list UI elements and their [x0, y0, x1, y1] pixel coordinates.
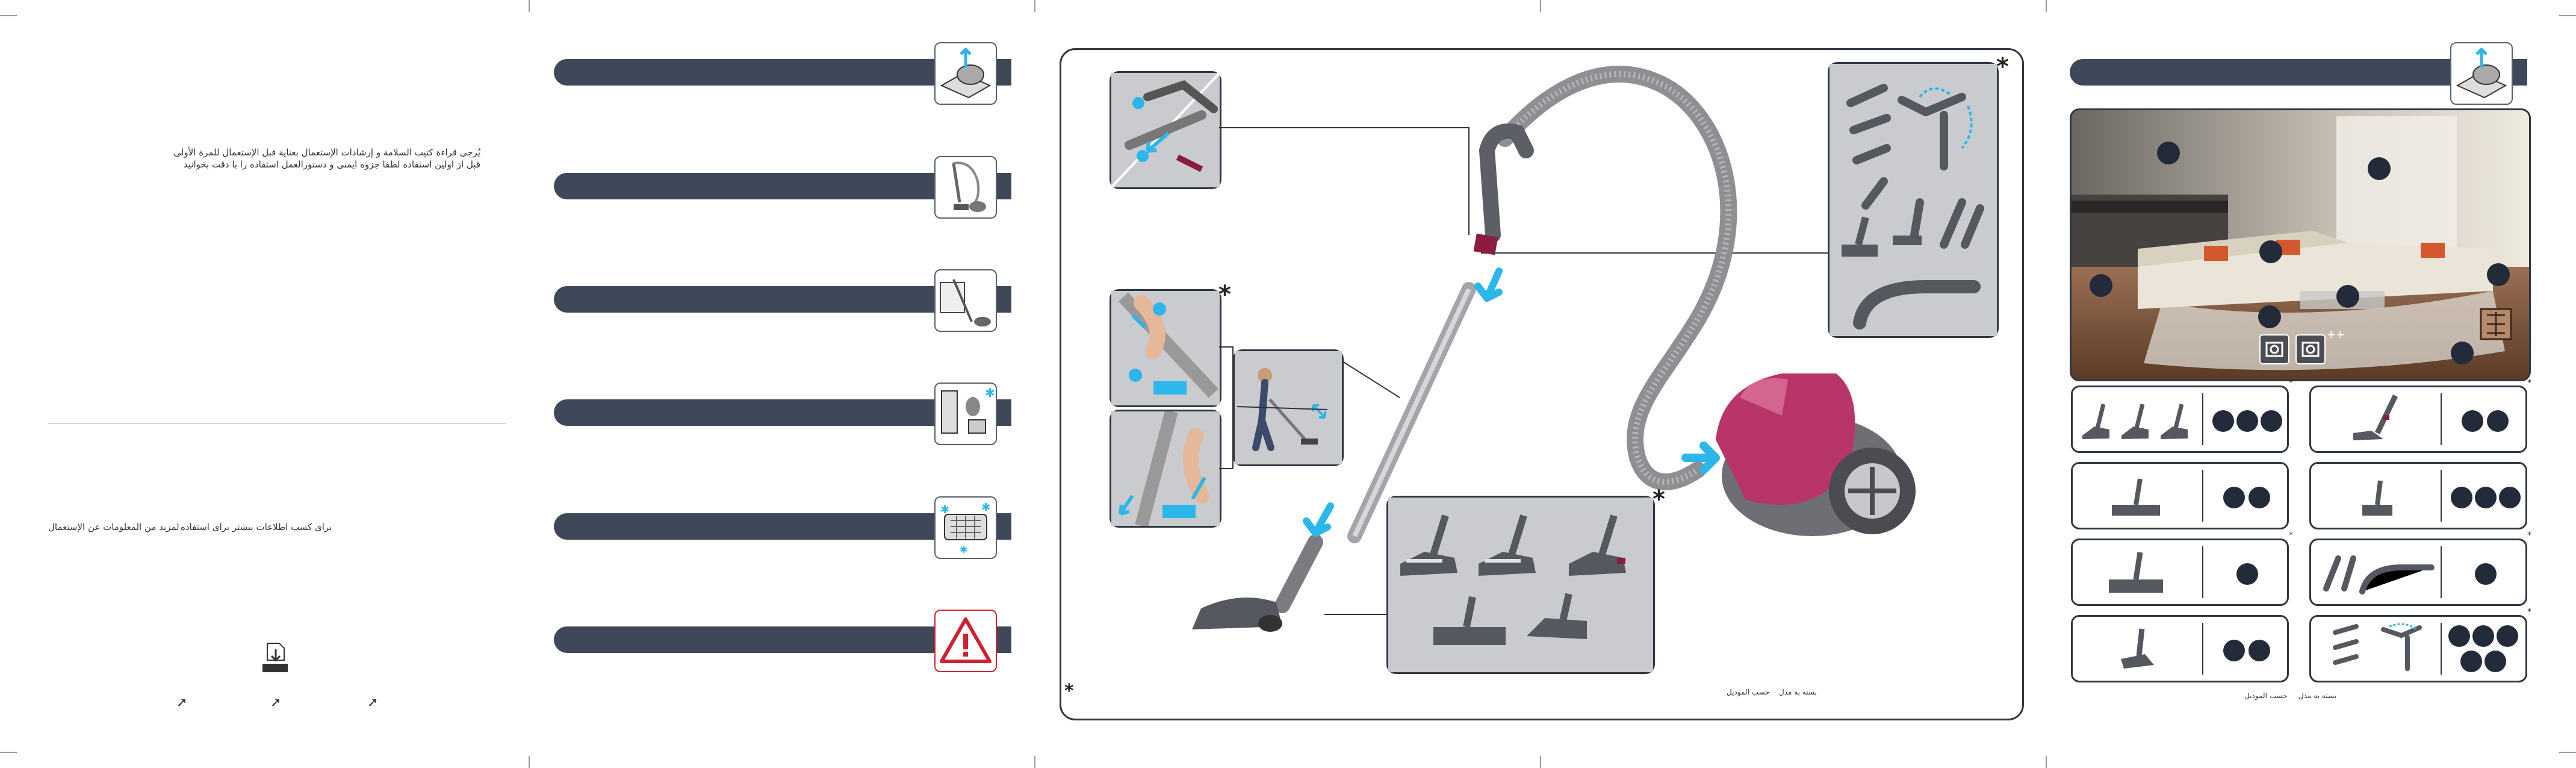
model-note-persian: بسته به مدل [1779, 688, 1817, 696]
indicator-dot [2212, 410, 2234, 432]
indicator-dot [2223, 640, 2245, 661]
indicator-dot [2223, 487, 2245, 508]
asterisk-note: * [2527, 378, 2531, 388]
cursor-icon: ➚ [270, 695, 282, 710]
indicator-dot [2460, 651, 2482, 672]
crop-mark [2046, 0, 2047, 12]
connector-line [1219, 127, 1470, 235]
indicator-dot [2497, 625, 2518, 647]
crop-mark [1034, 0, 1035, 12]
indicator-dot [2249, 640, 2270, 661]
indicator-dot [2236, 563, 2258, 585]
room-marker [2451, 342, 2474, 364]
living-room-scene: ++ [2070, 108, 2531, 381]
floor-head [1274, 534, 1323, 613]
cursor-icon: ➚ [367, 695, 379, 710]
usage-tile-5 [2309, 386, 2527, 453]
crop-mark [1034, 756, 1035, 768]
indicator-dot [2484, 651, 2506, 672]
room-marker [2259, 240, 2282, 263]
usage-tile-8 [2309, 615, 2527, 682]
svg-text:✱: ✱ [940, 504, 949, 516]
unpack-icon [934, 42, 997, 105]
tube-adjust-panel-1 [1110, 289, 1221, 407]
crop-mark [2559, 15, 2576, 16]
model-note-persian: بسته به مدل [2298, 692, 2336, 700]
asterisk-note: * [2527, 607, 2531, 617]
connector-line [1237, 406, 1328, 410]
connector-line [1342, 361, 1400, 398]
usage-tile-4 [2071, 615, 2289, 682]
asterisk-note: * [1996, 53, 2009, 81]
filter-icon: ✱ ✱ ✱ [934, 496, 997, 559]
room-marker [2487, 263, 2510, 286]
person-vacuuming-panel [1233, 349, 1344, 466]
indicator-dot [2448, 625, 2470, 647]
intro-arabic: يُرجى قراءة كتيب السلامة و إرشادات الإست… [173, 147, 480, 158]
svg-text:✱: ✱ [981, 501, 990, 514]
usage-tile-3 [2071, 539, 2289, 606]
asterisk-note: * [2527, 531, 2531, 540]
asterisk-note: * [1653, 485, 1665, 513]
tube-adjust-panel-2 [1110, 410, 1221, 528]
indicator-dot [2261, 410, 2282, 432]
crop-mark [1540, 756, 1541, 768]
model-note-arabic: حسب الموديل [2244, 692, 2288, 700]
indicator-dot [2487, 410, 2509, 432]
mode-icon-plus [2295, 334, 2326, 364]
crop-mark [529, 0, 530, 12]
crop-mark [2046, 756, 2047, 768]
indicator-dot [2475, 487, 2497, 508]
usage-tile-2 [2071, 462, 2289, 529]
indicator-dot [2236, 410, 2258, 432]
crop-mark [529, 756, 530, 768]
handle-connect-panel [1110, 71, 1221, 189]
accessories-panel [1828, 62, 1999, 338]
room-marker [2336, 285, 2359, 308]
svg-text:✱: ✱ [960, 544, 967, 555]
floor-heads-panel [1386, 496, 1655, 674]
unpack-icon [2450, 42, 2513, 105]
room-marker [2258, 305, 2281, 328]
model-note-arabic: حسب الموديل [1727, 688, 1770, 696]
asterisk-note: * [1064, 681, 1074, 702]
accessories-icon: ✱ [934, 382, 997, 445]
room-marker [2157, 142, 2180, 164]
page-1: يُرجى قراءة كتيب السلامة و إرشادات الإست… [0, 0, 518, 768]
intro-persian: قبل از اولین استفاده لطفا جزوه ایمنی و د… [183, 159, 480, 170]
warning-icon [934, 610, 997, 672]
asterisk-note: * [2289, 378, 2293, 388]
handle [1479, 123, 1534, 243]
divider [48, 423, 506, 424]
usage-tile-6 [2309, 462, 2527, 529]
download-icon[interactable] [260, 642, 290, 673]
room-marker [2090, 274, 2112, 297]
indicator-dot [2249, 487, 2270, 508]
indicator-dot [2462, 410, 2483, 432]
indicator-dot [2472, 625, 2494, 647]
indicator-dot [2475, 563, 2497, 585]
usage-tile-1 [2071, 386, 2289, 453]
vacuum-cleaner-diagram [1192, 66, 1916, 632]
crop-mark [2559, 752, 2576, 753]
info-arabic: لمزيد من المعلومات عن الإستعمال [48, 522, 179, 532]
asterisk-note: * [1218, 281, 1231, 308]
svg-text:✱: ✱ [985, 386, 995, 400]
cursor-icon: ➚ [176, 695, 188, 710]
indicator-dot [2451, 487, 2472, 508]
mode-icon [2259, 334, 2289, 364]
vacuum-upright-icon [934, 156, 997, 219]
plus-label: ++ [2327, 328, 2345, 341]
crop-mark [0, 15, 17, 16]
room-marker [2368, 157, 2391, 180]
info-persian: برای کسب اطلاعات بیشتر برای استفاده [181, 522, 332, 532]
vacuum-cleaning-icon [934, 269, 997, 332]
asterisk-note: * [2289, 531, 2293, 540]
crop-mark [0, 752, 17, 753]
indicator-dot [2499, 487, 2521, 508]
usage-tile-7 [2309, 539, 2527, 606]
hose [1497, 66, 1737, 490]
crop-mark [1540, 0, 1541, 12]
